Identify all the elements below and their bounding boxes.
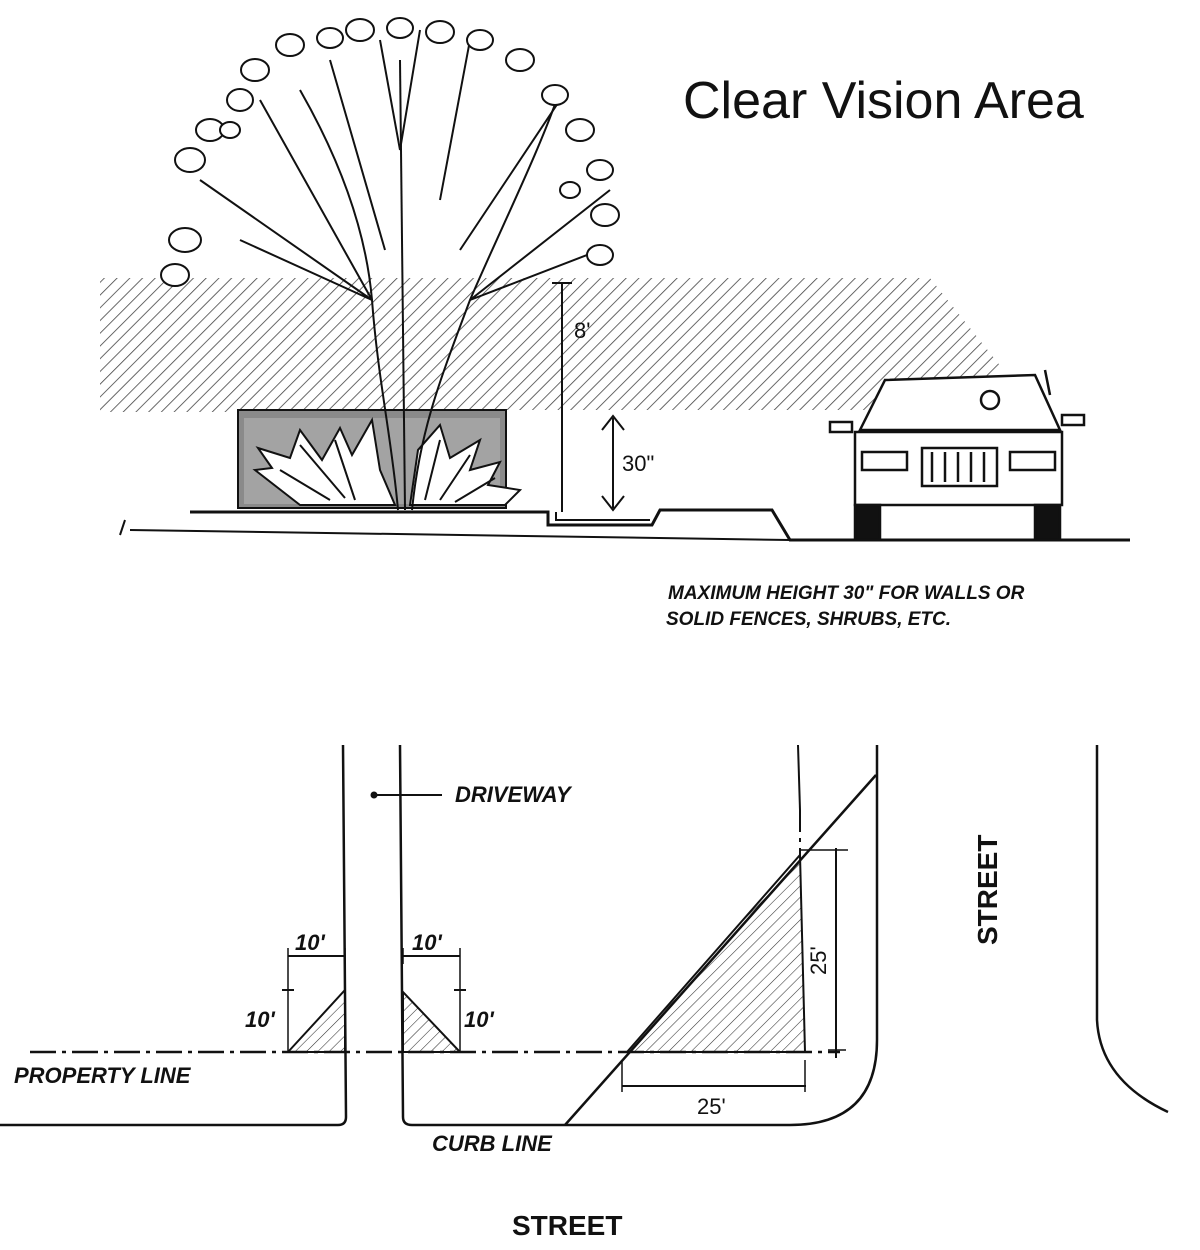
diagram-title: Clear Vision Area [683,72,1084,130]
height-30in-label: 30" [622,451,654,476]
driveway-left-edge [0,744,348,1127]
ground-line [190,508,1130,542]
driveway-left-triangle [285,987,346,1053]
height-8ft-label: 8' [574,318,590,343]
driveway-right-edge [398,744,879,1127]
street-right-label: STREET [972,835,1003,945]
shrub [252,417,523,506]
corner-vertical-dim: 25' [806,946,831,975]
corner-horizontal-dim: 25' [697,1094,726,1119]
property-line-label: PROPERTY LINE [14,1063,192,1088]
elevation-view: 8' 30" MAXIMUM HEIGHT 30" FOR WALLS OR S… [100,17,1130,630]
driveway-right-width: 10' [412,930,442,955]
clear-vision-band [100,278,1002,412]
driveway-left-height: 10' [245,1007,275,1032]
driveway-label: DRIVEWAY [455,782,573,807]
right-curb [1095,745,1169,1114]
driveway-right-height: 10' [464,1007,494,1032]
tree [160,17,620,511]
driveway-right-triangle [402,989,463,1053]
driveway-left-width: 10' [295,930,325,955]
note-line-2: SOLID FENCES, SHRUBS, ETC. [666,609,951,630]
corner-sight-line [564,774,877,1126]
street-bottom-label: STREET [512,1210,622,1241]
car [828,369,1086,542]
plan-view: DRIVEWAY 10' 10' 10' 10' 25' 25' PROPERT… [0,744,1169,1241]
note-line-1: MAXIMUM HEIGHT 30" FOR WALLS OR [668,583,1025,604]
curb-line-label: CURB LINE [432,1131,553,1156]
